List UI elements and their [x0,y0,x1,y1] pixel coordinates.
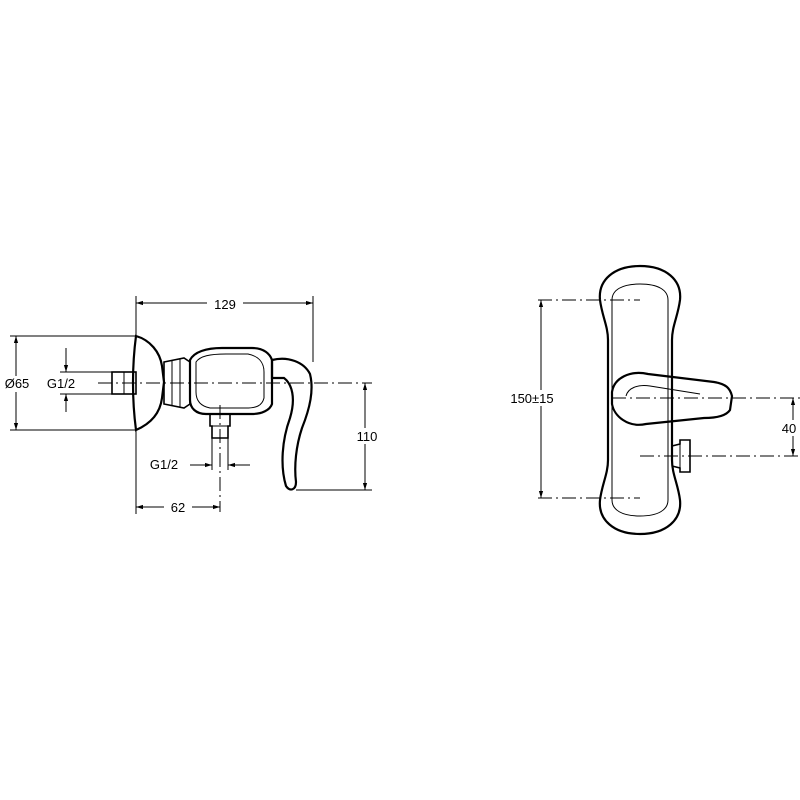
mixer-body [598,264,682,536]
front-view: 150±15 40 [503,264,800,536]
dim-centre-distance: 150±15 [510,391,553,406]
lever-handle-front [610,371,734,426]
dim-overall-length: 129 [214,297,236,312]
dim-outlet-thread: G1/2 [150,457,178,472]
valve-body [188,346,274,416]
dim-diameter: Ø65 [5,376,30,391]
wall-rosette [131,334,166,432]
dim-inlet-thread: G1/2 [47,376,75,391]
lever-handle [270,357,313,491]
dim-height: 110 [357,429,378,444]
dim-outlet-offset: 62 [171,500,185,515]
side-view: 129 Ø65 G1/2 G1/2 62 110 [0,296,382,515]
dim-outlet-height: 40 [782,421,796,436]
